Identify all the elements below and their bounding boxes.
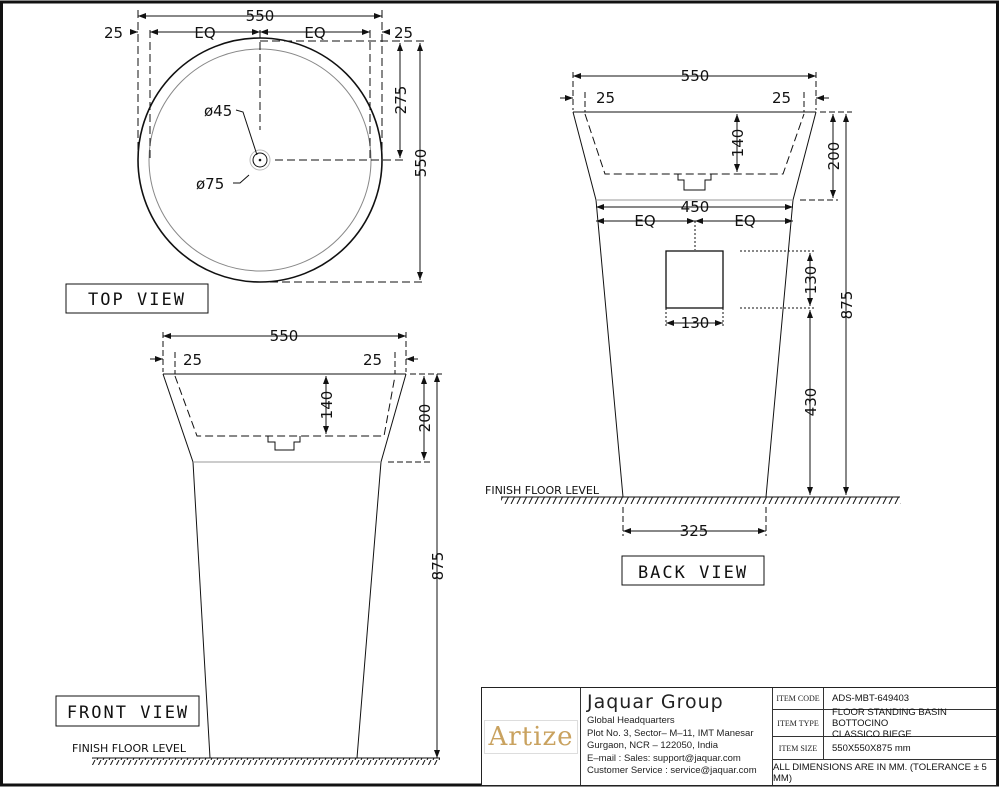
company-name: Jaquar Group [587,691,724,713]
company-address: Jaquar Group Global Headquarters Plot No… [581,688,773,785]
top-view-dims: 550 25 25 EQ EQ ø45 ø75 275 550 [104,7,430,193]
front-view-dims: 550 25 25 140 200 875 [183,327,447,580]
back-floor-label: FINISH FLOOR LEVEL [485,484,600,497]
front-floor-label: FINISH FLOOR LEVEL [72,742,187,755]
dim-top-eq-right: EQ [304,24,325,42]
dim-top-overall: 550 [246,7,275,25]
dim-front-left-offset: 25 [183,351,202,369]
front-view-label: FRONT VIEW [55,695,200,727]
item-details: ITEM CODE ADS-MBT-649403 ITEM TYPE FLOOR… [773,688,996,785]
dim-front-bowl: 200 [416,404,434,433]
svg-text:FRONT VIEW: FRONT VIEW [67,703,189,723]
brand-logo-cell: Artize [482,688,581,785]
dimension-note: ALL DIMENSIONS ARE IN MM. (TOLERANCE ± 5… [773,761,987,784]
dim-back-bowl: 200 [825,142,843,171]
address-line: Global Headquarters [587,715,675,726]
dim-back-height: 875 [838,291,856,320]
top-view [130,10,425,283]
address-line: Customer Service : service@jaquar.com [587,765,757,776]
dim-front-right-offset: 25 [363,351,382,369]
address-line: E–mail : Sales: support@jaquar.com [587,752,741,764]
item-type-key: ITEM TYPE [773,710,824,736]
back-view-label: BACK VIEW [621,555,765,586]
dim-back-depth: 140 [729,129,747,158]
dim-back-base: 325 [680,522,709,540]
dim-back-opening-from-floor: 430 [802,388,820,417]
dim-back-eq-right: EQ [734,212,755,230]
dim-back-right-offset: 25 [772,89,791,107]
title-block: Artize Jaquar Group Global Headquarters … [481,687,997,786]
item-code-row: ITEM CODE ADS-MBT-649403 [773,688,996,710]
back-view [501,72,900,536]
dim-front-overall: 550 [270,327,299,345]
dim-top-hole-small: ø45 [204,102,232,120]
dim-back-opening-height: 130 [802,266,820,295]
dim-back-eq-left: EQ [634,212,655,230]
top-view-label: TOP VIEW [65,283,209,314]
dim-back-overall: 550 [681,67,710,85]
dim-front-depth: 140 [318,391,336,420]
item-type-value: CLASSICO BIEGE [832,728,912,740]
dim-front-height: 875 [429,552,447,581]
address-line: Plot No. 3, Sector– M–11, IMT Manesar [587,727,754,739]
front-view [92,332,442,759]
dim-top-left-offset: 25 [104,24,123,42]
svg-text:TOP VIEW: TOP VIEW [88,290,186,310]
back-view-dims: 550 25 25 140 200 450 EQ EQ 130 130 430 … [596,67,856,540]
item-code-value: ADS-MBT-649403 [832,693,910,704]
dim-top-right-offset: 25 [394,24,413,42]
item-type-row: ITEM TYPE FLOOR STANDING BASIN BOTTOCINO… [773,706,996,740]
dim-back-left-offset: 25 [596,89,615,107]
svg-text:BACK VIEW: BACK VIEW [638,563,748,583]
item-type-value: FLOOR STANDING BASIN BOTTOCINO [832,706,947,729]
item-code-key: ITEM CODE [773,688,824,709]
front-floor-hatch [92,758,440,765]
brand-logo: Artize [484,719,578,754]
item-size-value: 550X550X875 mm [832,742,911,754]
dim-top-half: 275 [392,86,410,115]
item-size-row: ITEM SIZE 550X550X875 mm [773,737,996,760]
dim-back-opening-width: 130 [681,314,710,332]
dim-top-eq-left: EQ [194,24,215,42]
address-line: Gurgaon, NCR – 122050, India [587,740,718,751]
dim-top-full: 550 [412,149,430,178]
item-size-key: ITEM SIZE [773,737,824,759]
back-floor-hatch [501,497,901,504]
dim-back-neck: 450 [681,198,710,216]
dim-top-hole-large: ø75 [196,175,224,193]
